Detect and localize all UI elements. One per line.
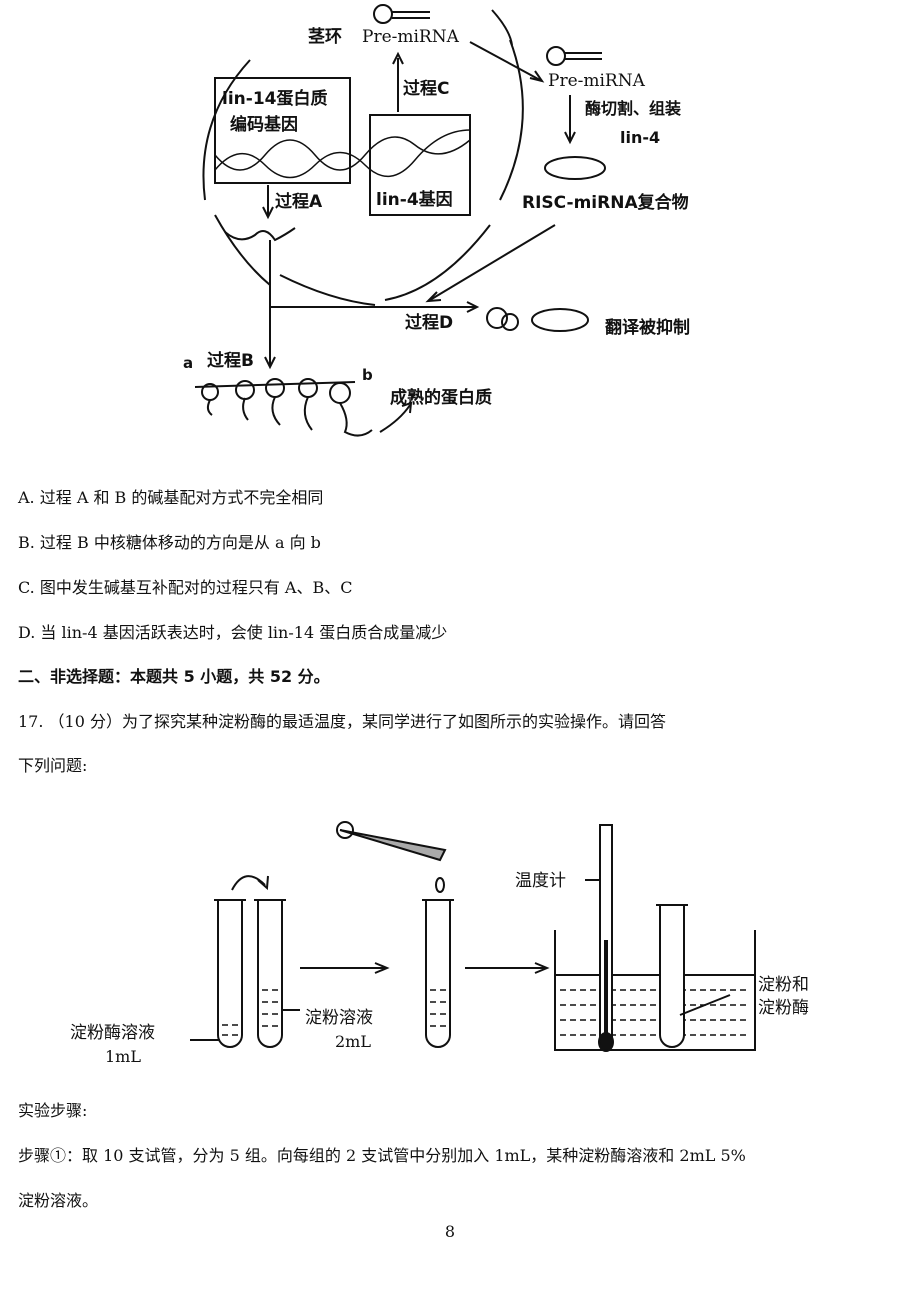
option-b: B. 过程 B 中核糖体移动的方向是从 a 向 b	[18, 533, 321, 552]
step1-line1: 步骤①：取 10 支试管，分为 5 组。向每组的 2 支试管中分别加入 1mL，…	[18, 1146, 746, 1165]
nuclear-envelope	[202, 59, 251, 201]
process-a-label: 过程A	[275, 192, 323, 212]
page-number: 8	[444, 1222, 456, 1241]
process-d-label: 过程D	[405, 313, 453, 333]
test-tube-mixed	[425, 900, 451, 1048]
question-17-line1: 17. （10 分）为了探究某种淀粉酶的最适温度，某同学进行了如图所示的实验操作…	[18, 712, 666, 731]
enzyme-volume-label: 1mL	[105, 1047, 141, 1066]
thermometer-label: 温度计	[515, 871, 566, 891]
question-17-line2: 下列问题:	[18, 756, 88, 775]
section-heading: 二、非选择题：本题共 5 小题，共 52 分。	[18, 667, 330, 686]
starch-volume-label: 2mL	[335, 1032, 371, 1051]
experiment-diagram: 淀粉酶溶液 1mL 淀粉溶液 2mL 温度计 淀粉和 淀粉酶	[70, 821, 809, 1066]
pre-mirna-label: Pre-miRNA	[362, 27, 460, 47]
process-c-label: 过程C	[403, 79, 449, 99]
label-a: a	[183, 354, 193, 372]
enzyme-solution-label: 淀粉酶溶液	[70, 1023, 155, 1043]
lin14-gene-label-2: 编码基因	[230, 114, 298, 135]
pre-mirna-label-2: Pre-miRNA	[548, 71, 646, 91]
process-b-label: 过程B	[207, 351, 254, 371]
cut-assemble-label: 酶切割、组装	[585, 99, 681, 118]
lin14-gene-box	[214, 77, 351, 184]
mature-protein-label: 成熟的蛋白质	[390, 387, 492, 408]
translation-inhibited-label: 翻译被抑制	[605, 317, 690, 338]
lin4-gene-label: lin-4基因	[376, 189, 453, 210]
risc-label: RISC-miRNA复合物	[522, 192, 689, 213]
option-d: D. 当 lin-4 基因活跃表达时，会使 lin-14 蛋白质合成量减少	[18, 623, 448, 642]
starch-solution-label: 淀粉溶液	[305, 1008, 373, 1028]
step1-line2: 淀粉溶液。	[18, 1191, 99, 1210]
steps-heading: 实验步骤:	[18, 1101, 88, 1120]
option-c: C. 图中发生碱基互补配对的过程只有 A、B、C	[18, 578, 353, 597]
option-a: A. 过程 A 和 B 的碱基配对方式不完全相同	[18, 488, 324, 507]
mirna-diagram: 茎环 Pre-miRNA Pre-miRNA 过程C lin-14蛋白质 编码基…	[183, 4, 690, 437]
dropper	[339, 829, 447, 862]
lin4-label: lin-4	[620, 128, 660, 147]
label-b: b	[362, 366, 373, 384]
mix-label-2: 淀粉酶	[758, 998, 809, 1018]
lin14-gene-label-1: lin-14蛋白质	[222, 88, 327, 109]
water-bath	[554, 930, 756, 1051]
stem-loop-label: 茎环	[308, 27, 342, 47]
test-tube-starch	[257, 900, 283, 1048]
mix-label-1: 淀粉和	[758, 975, 809, 995]
lin4-gene-box	[369, 114, 471, 216]
test-tube-enzyme	[217, 900, 243, 1048]
